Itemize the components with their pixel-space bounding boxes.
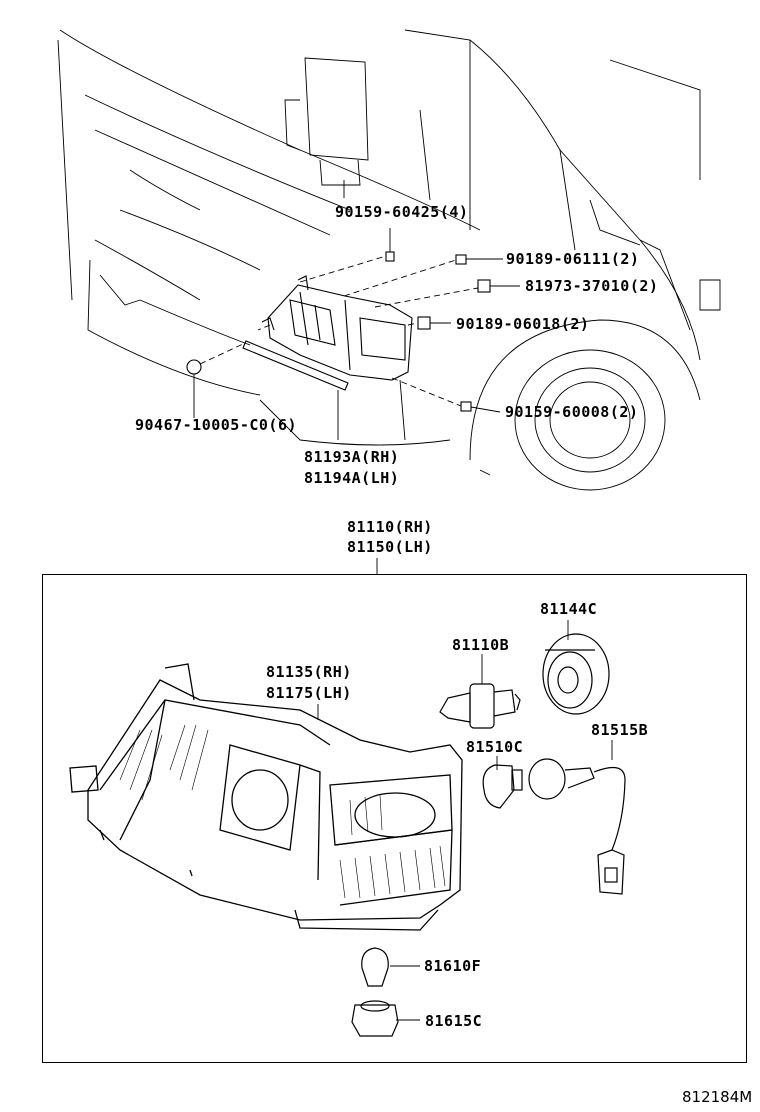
label-90467-10005: 90467-10005-C0(6): [135, 416, 298, 434]
label-90159-60008: 90159-60008(2): [505, 403, 639, 421]
label-81144C: 81144C: [540, 600, 598, 618]
label-81610F: 81610F: [424, 957, 482, 975]
assembly-frame: [42, 574, 747, 1063]
headlamp-assembly-large: [69, 663, 463, 931]
label-90159-60425: 90159-60425(4): [335, 203, 469, 221]
label-81175: 81175(LH): [266, 684, 352, 702]
bulb-wedge: [482, 764, 523, 809]
label-81615C: 81615C: [425, 1012, 483, 1030]
leader-lines-upper: [193, 180, 520, 440]
lens-hatching: [119, 724, 446, 899]
label-81194A: 81194A(LH): [304, 469, 400, 487]
label-81510C: 81510C: [466, 738, 524, 756]
label-90189-06018: 90189-06018(2): [456, 315, 590, 333]
diagram-reference: 812184M: [682, 1088, 753, 1106]
truck-cab-drawing: [57, 29, 721, 491]
label-81150: 81150(LH): [347, 538, 433, 556]
headlamp-installed: [242, 275, 413, 391]
socket-wire: [528, 758, 626, 895]
label-81515B: 81515B: [591, 721, 649, 739]
socket-cover: [542, 633, 610, 715]
label-81193A: 81193A(RH): [304, 448, 400, 466]
assembly-dashes: [199, 255, 479, 407]
leader-lines-lower: [317, 620, 613, 1021]
label-81973-37010: 81973-37010(2): [525, 277, 659, 295]
label-90189-06111: 90189-06111(2): [506, 250, 640, 268]
bulb-small: [361, 947, 389, 987]
label-81135: 81135(RH): [266, 663, 352, 681]
label-81110: 81110(RH): [347, 518, 433, 536]
label-81110B: 81110B: [452, 636, 510, 654]
socket-small: [351, 1000, 399, 1037]
